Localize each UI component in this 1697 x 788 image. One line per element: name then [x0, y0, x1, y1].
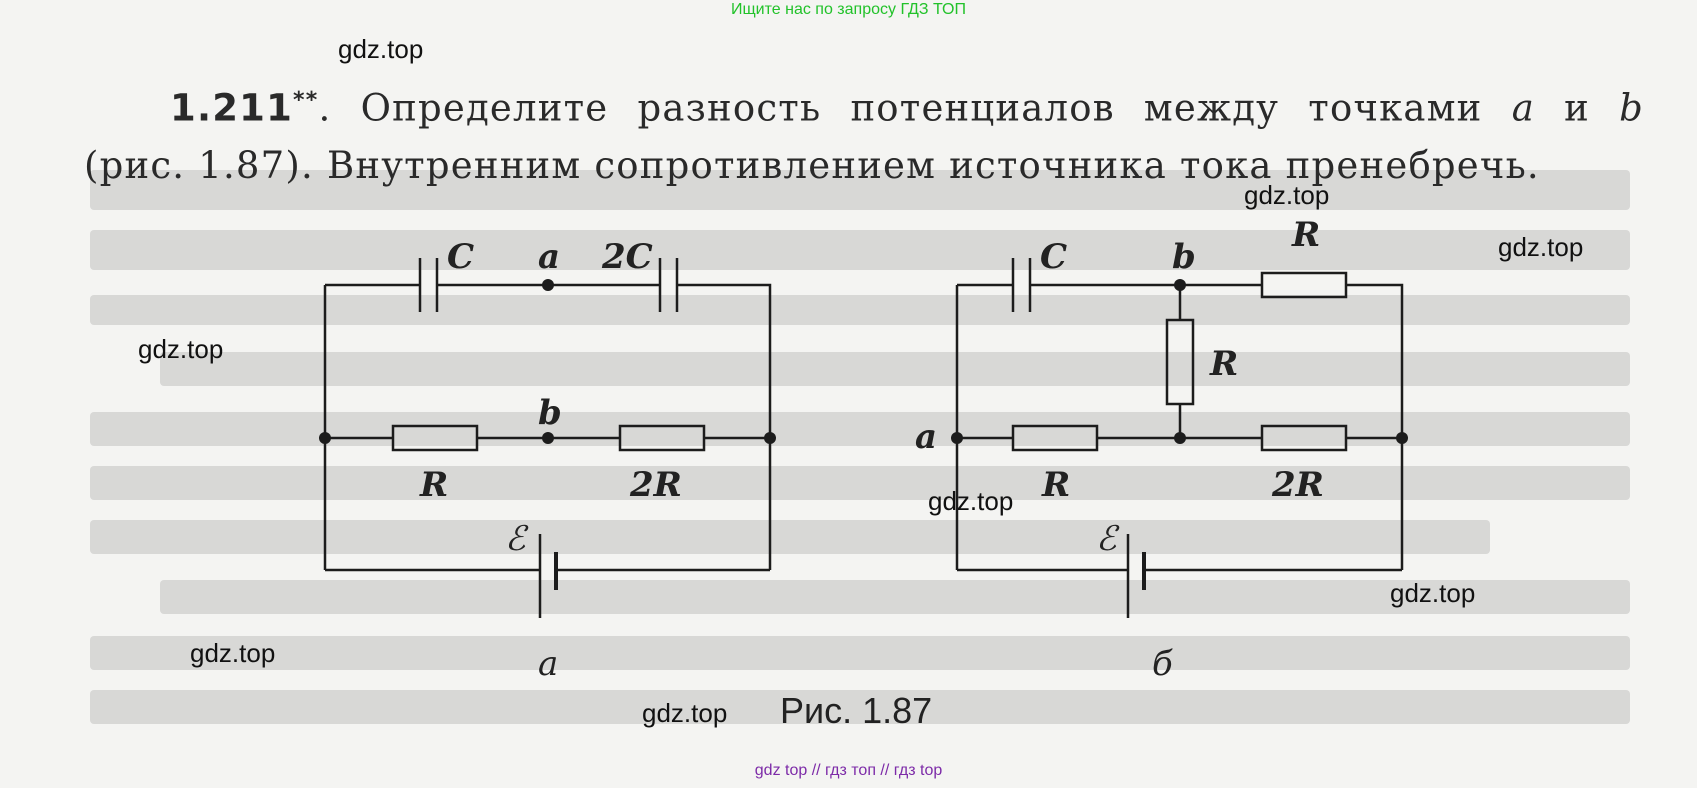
difficulty-stars: ** [293, 88, 319, 113]
conjunction: и [1534, 86, 1620, 130]
label-point-b: b [538, 393, 562, 433]
watermark: gdz.top [338, 34, 424, 64]
problem-statement: 1.211**. Определите разность потенциалов… [84, 72, 1644, 195]
point-b-ref: b [1619, 86, 1644, 130]
watermark: gdz.top [1498, 232, 1584, 262]
label-resistor-2r: 2R [629, 465, 682, 505]
watermark: gdz.top [190, 638, 276, 668]
label-resistor-r-top: R [1291, 215, 1320, 255]
figure-label-b: б [1152, 644, 1173, 684]
problem-number: 1.211 [170, 86, 294, 130]
watermark: gdz.top [1244, 180, 1330, 210]
node-a-right [951, 432, 963, 444]
bottom-banner[interactable]: gdz top // гдз топ // гдз top [754, 762, 943, 779]
label-resistor-2r: 2R [1271, 465, 1324, 505]
label-resistor-r-vertical: R [1209, 344, 1238, 384]
label-emf: ℰ [505, 519, 529, 559]
node-junction [1396, 432, 1408, 444]
problem-text-2: (рис. 1.87). Внутренним сопротивлением и… [84, 144, 1540, 188]
point-a-ref: a [1511, 86, 1535, 130]
label-capacitor-2c: 2C [601, 237, 653, 277]
watermark: gdz.top [1390, 578, 1476, 608]
problem-text-1: . Определите разность потенциалов между … [318, 86, 1512, 130]
node-junction [764, 432, 776, 444]
watermark: gdz.top [642, 698, 728, 728]
node-junction [319, 432, 331, 444]
watermark: gdz.top [138, 334, 224, 364]
watermark: gdz.top [928, 486, 1014, 516]
label-capacitor-c: C [447, 237, 474, 277]
label-point-b: b [1172, 237, 1196, 277]
label-emf: ℰ [1096, 519, 1120, 559]
node-junction [1174, 432, 1186, 444]
figure-caption: Рис. 1.87 [780, 690, 933, 731]
label-point-a: a [915, 417, 937, 457]
node-b-left [542, 432, 554, 444]
figure-label-a: а [538, 644, 558, 684]
node-b-right [1174, 279, 1186, 291]
node-a-left [542, 279, 554, 291]
problem-line-1: 1.211**. Определите разность потенциалов… [84, 72, 1644, 137]
label-resistor-r: R [419, 465, 448, 505]
label-point-a: a [538, 237, 560, 277]
label-resistor-r: R [1041, 465, 1070, 505]
label-capacitor-c: C [1040, 237, 1067, 277]
top-banner[interactable]: Ищите нас по запросу ГДЗ ТОП [731, 1, 966, 18]
